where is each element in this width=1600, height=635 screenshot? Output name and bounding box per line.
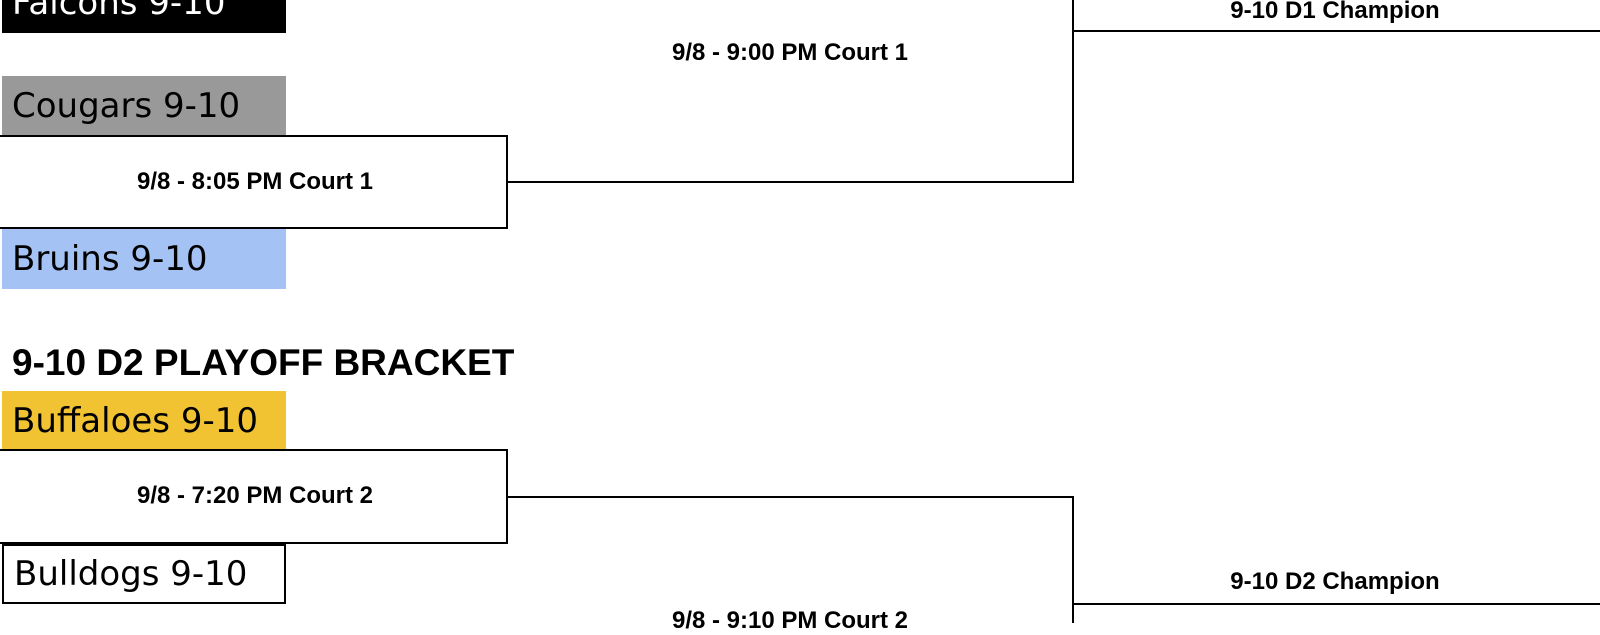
champion-label: 9-10 D2 Champion: [1230, 568, 1440, 595]
game-time-label: 9/8 - 8:05 PM Court 1: [136, 168, 374, 195]
bracket-line: [0, 135, 508, 137]
bracket-line: [506, 181, 1074, 183]
game-time-label: 9/8 - 9:00 PM Court 1: [671, 39, 909, 66]
team-slot-falcons: Falcons 9-10: [2, 0, 286, 33]
team-name: Falcons 9-10: [12, 0, 226, 23]
team-slot-bulldogs: Bulldogs 9-10: [2, 544, 286, 604]
bracket-line: [0, 542, 508, 544]
bracket-line: [1072, 496, 1074, 623]
team-slot-cougars: Cougars 9-10: [2, 76, 286, 136]
team-name: Bulldogs 9-10: [14, 554, 248, 594]
champion-line: [1072, 603, 1600, 605]
team-name: Buffaloes 9-10: [12, 401, 258, 441]
bracket-line: [0, 227, 508, 229]
champion-label: 9-10 D1 Champion: [1230, 0, 1440, 24]
team-name: Bruins 9-10: [12, 239, 208, 279]
champion-line: [1072, 30, 1600, 32]
game-time-label: 9/8 - 7:20 PM Court 2: [136, 482, 374, 509]
team-slot-bruins: Bruins 9-10: [2, 229, 286, 289]
bracket-line: [1072, 0, 1074, 183]
bracket-title: 9-10 D2 PLAYOFF BRACKET: [12, 342, 515, 383]
team-slot-buffaloes: Buffaloes 9-10: [2, 391, 286, 451]
game-time-label: 9/8 - 9:10 PM Court 2: [671, 607, 909, 634]
team-name: Cougars 9-10: [12, 86, 241, 126]
bracket-line: [0, 449, 508, 451]
bracket-line: [506, 496, 1074, 498]
